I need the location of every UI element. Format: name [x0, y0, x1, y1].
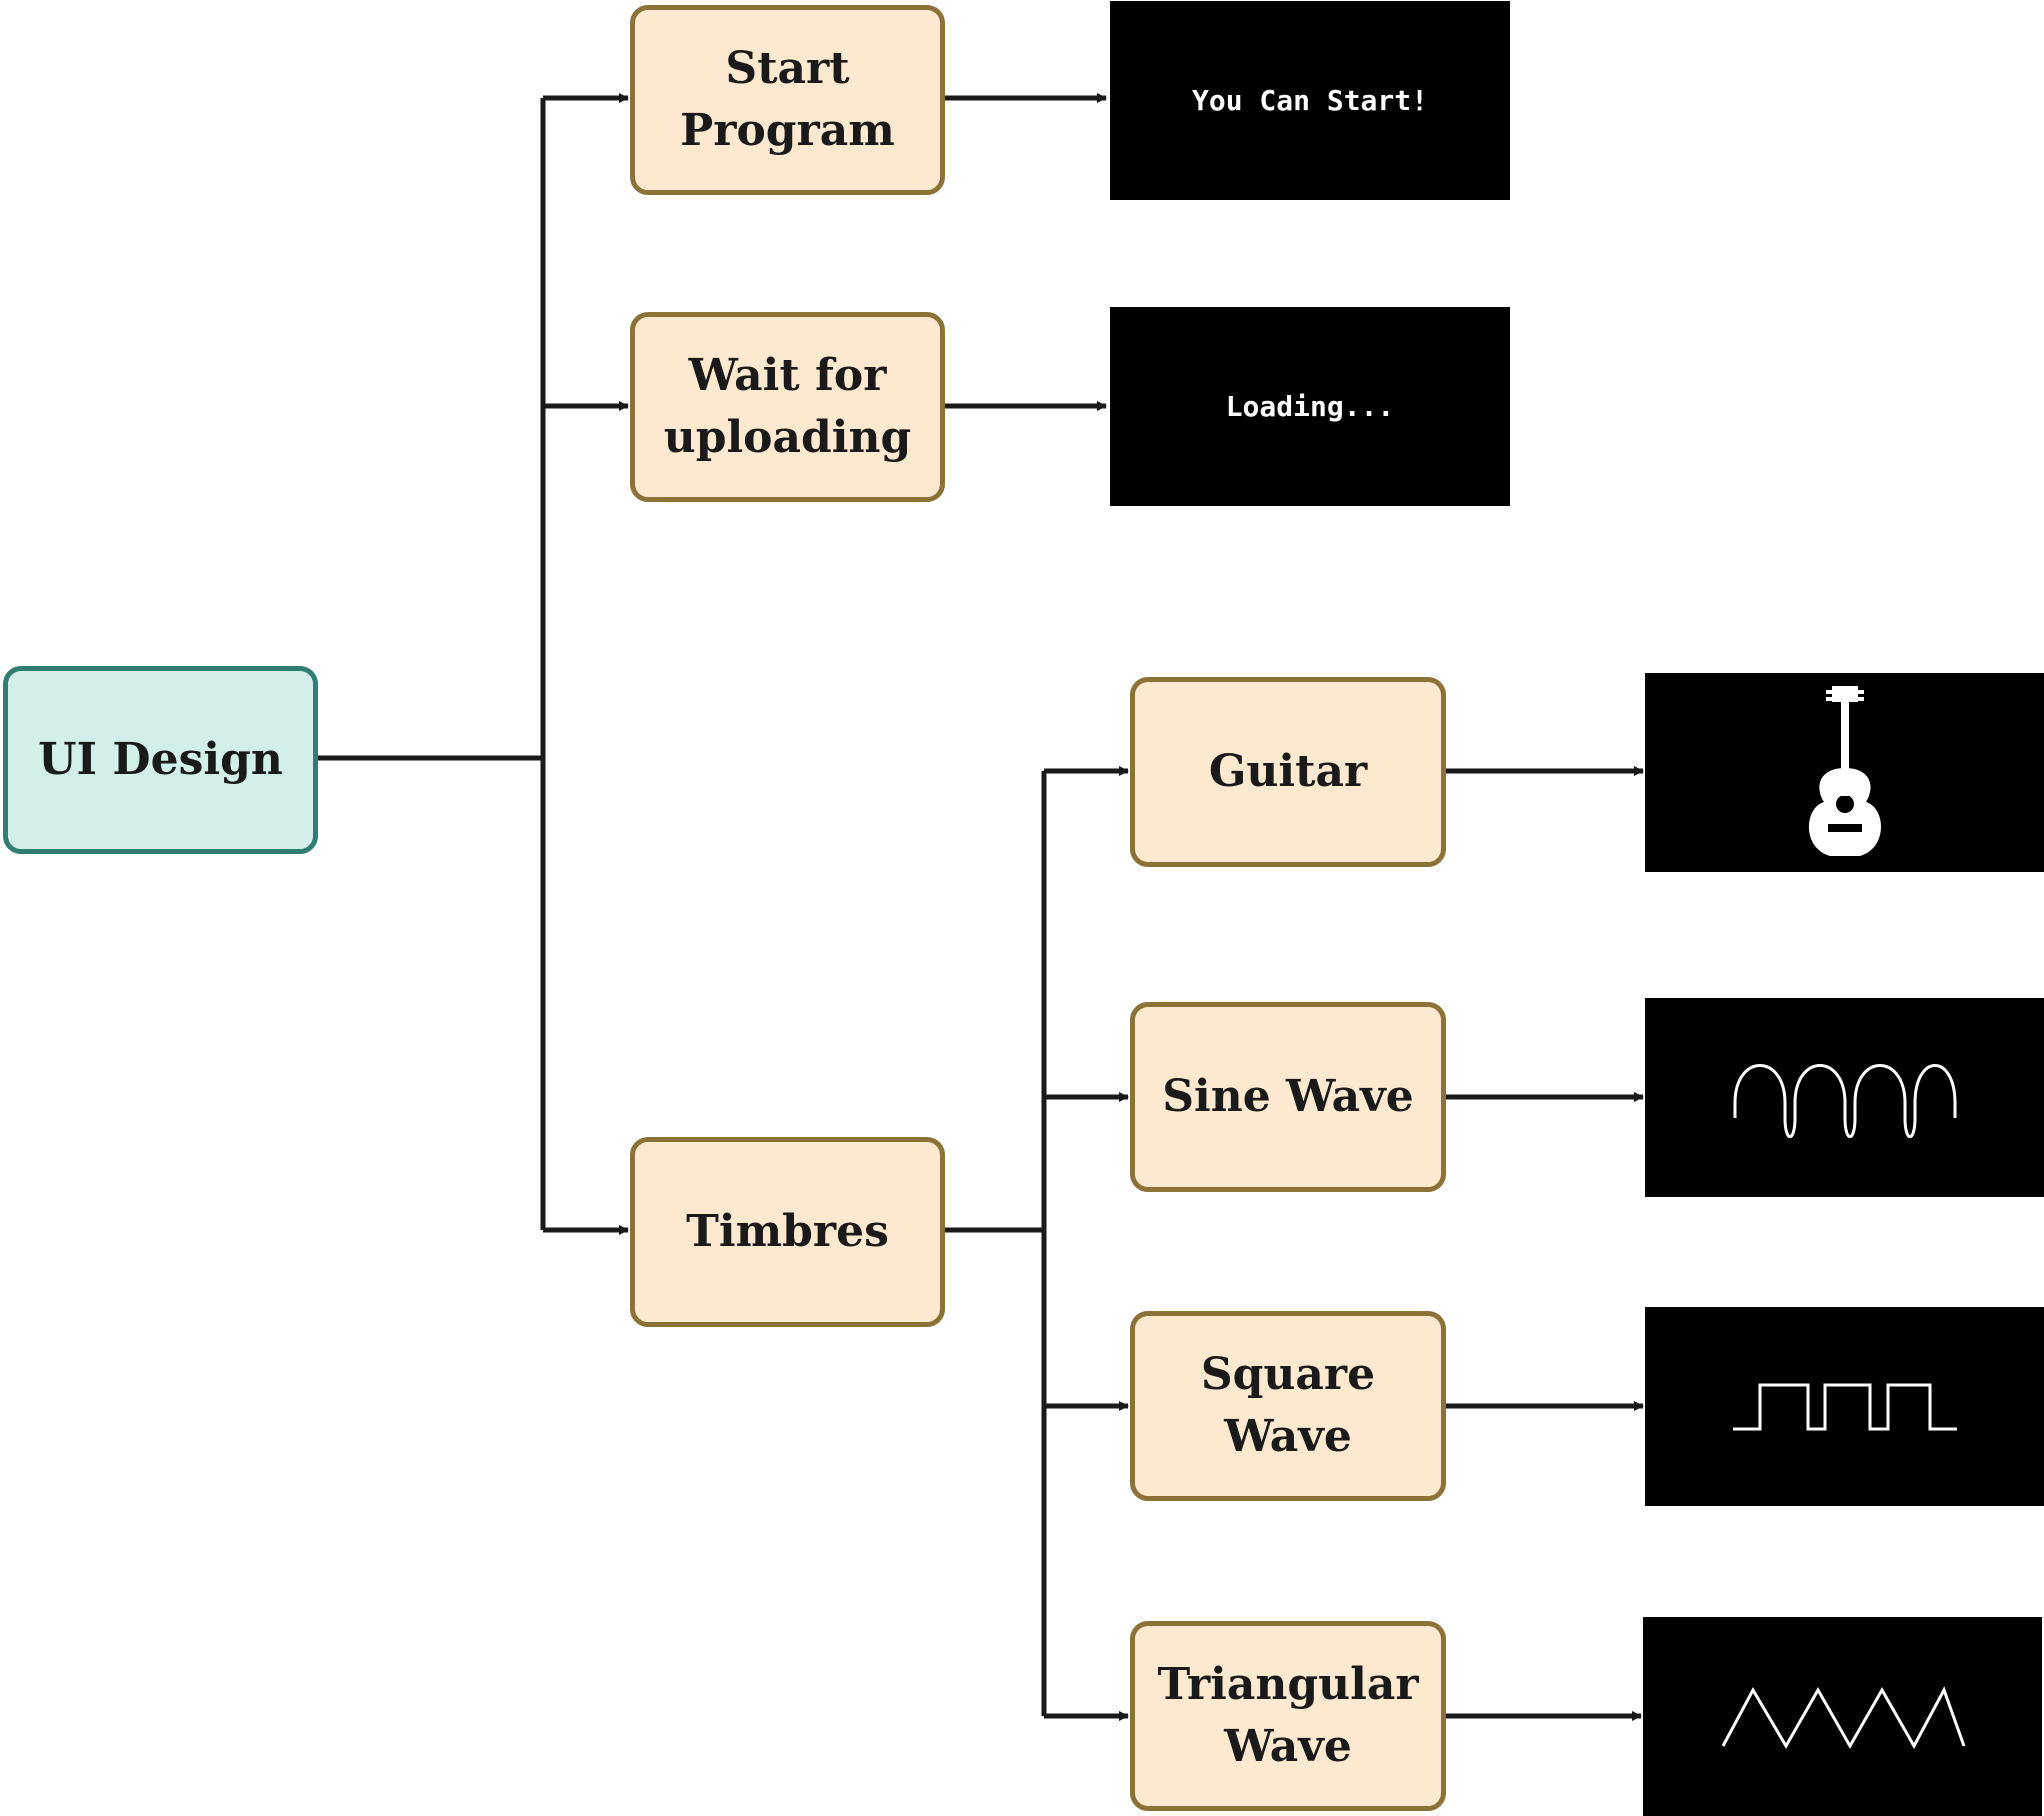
- square-wave-icon: [1732, 1383, 1957, 1430]
- node-wait-for-uploading: Wait for uploading: [630, 312, 945, 502]
- node-sine-wave: Sine Wave: [1130, 1002, 1446, 1192]
- triangle-wave-icon: [1721, 1685, 1965, 1749]
- screen-square: [1645, 1307, 2044, 1506]
- screen-start: You Can Start!: [1110, 1, 1510, 200]
- screen-sine: [1645, 998, 2044, 1197]
- node-ui-design: UI Design: [3, 666, 318, 854]
- screen-triangle: [1643, 1617, 2042, 1816]
- screen-guitar: [1645, 673, 2044, 872]
- node-start-program-label: Start Program: [680, 43, 895, 156]
- node-sine-wave-label: Sine Wave: [1162, 1071, 1414, 1122]
- node-triangular-wave: Triangular Wave: [1130, 1621, 1446, 1811]
- screen-loading: Loading...: [1110, 307, 1510, 506]
- node-wait-for-uploading-label: Wait for uploading: [663, 350, 912, 463]
- node-guitar: Guitar: [1130, 677, 1446, 867]
- node-guitar-label: Guitar: [1208, 746, 1368, 797]
- node-square-wave-label: Square Wave: [1200, 1349, 1376, 1462]
- node-square-wave: Square Wave: [1130, 1311, 1446, 1501]
- screen-loading-text: Loading...: [1225, 390, 1395, 423]
- sine-wave-icon: [1733, 1063, 1956, 1138]
- node-ui-design-label: UI Design: [38, 734, 283, 785]
- screen-start-text: You Can Start!: [1191, 84, 1428, 117]
- guitar-icon: [1808, 685, 1881, 856]
- node-timbres-label: Timbres: [686, 1206, 889, 1257]
- node-triangular-wave-label: Triangular Wave: [1157, 1659, 1419, 1772]
- node-timbres: Timbres: [630, 1137, 945, 1327]
- node-start-program: Start Program: [630, 5, 945, 195]
